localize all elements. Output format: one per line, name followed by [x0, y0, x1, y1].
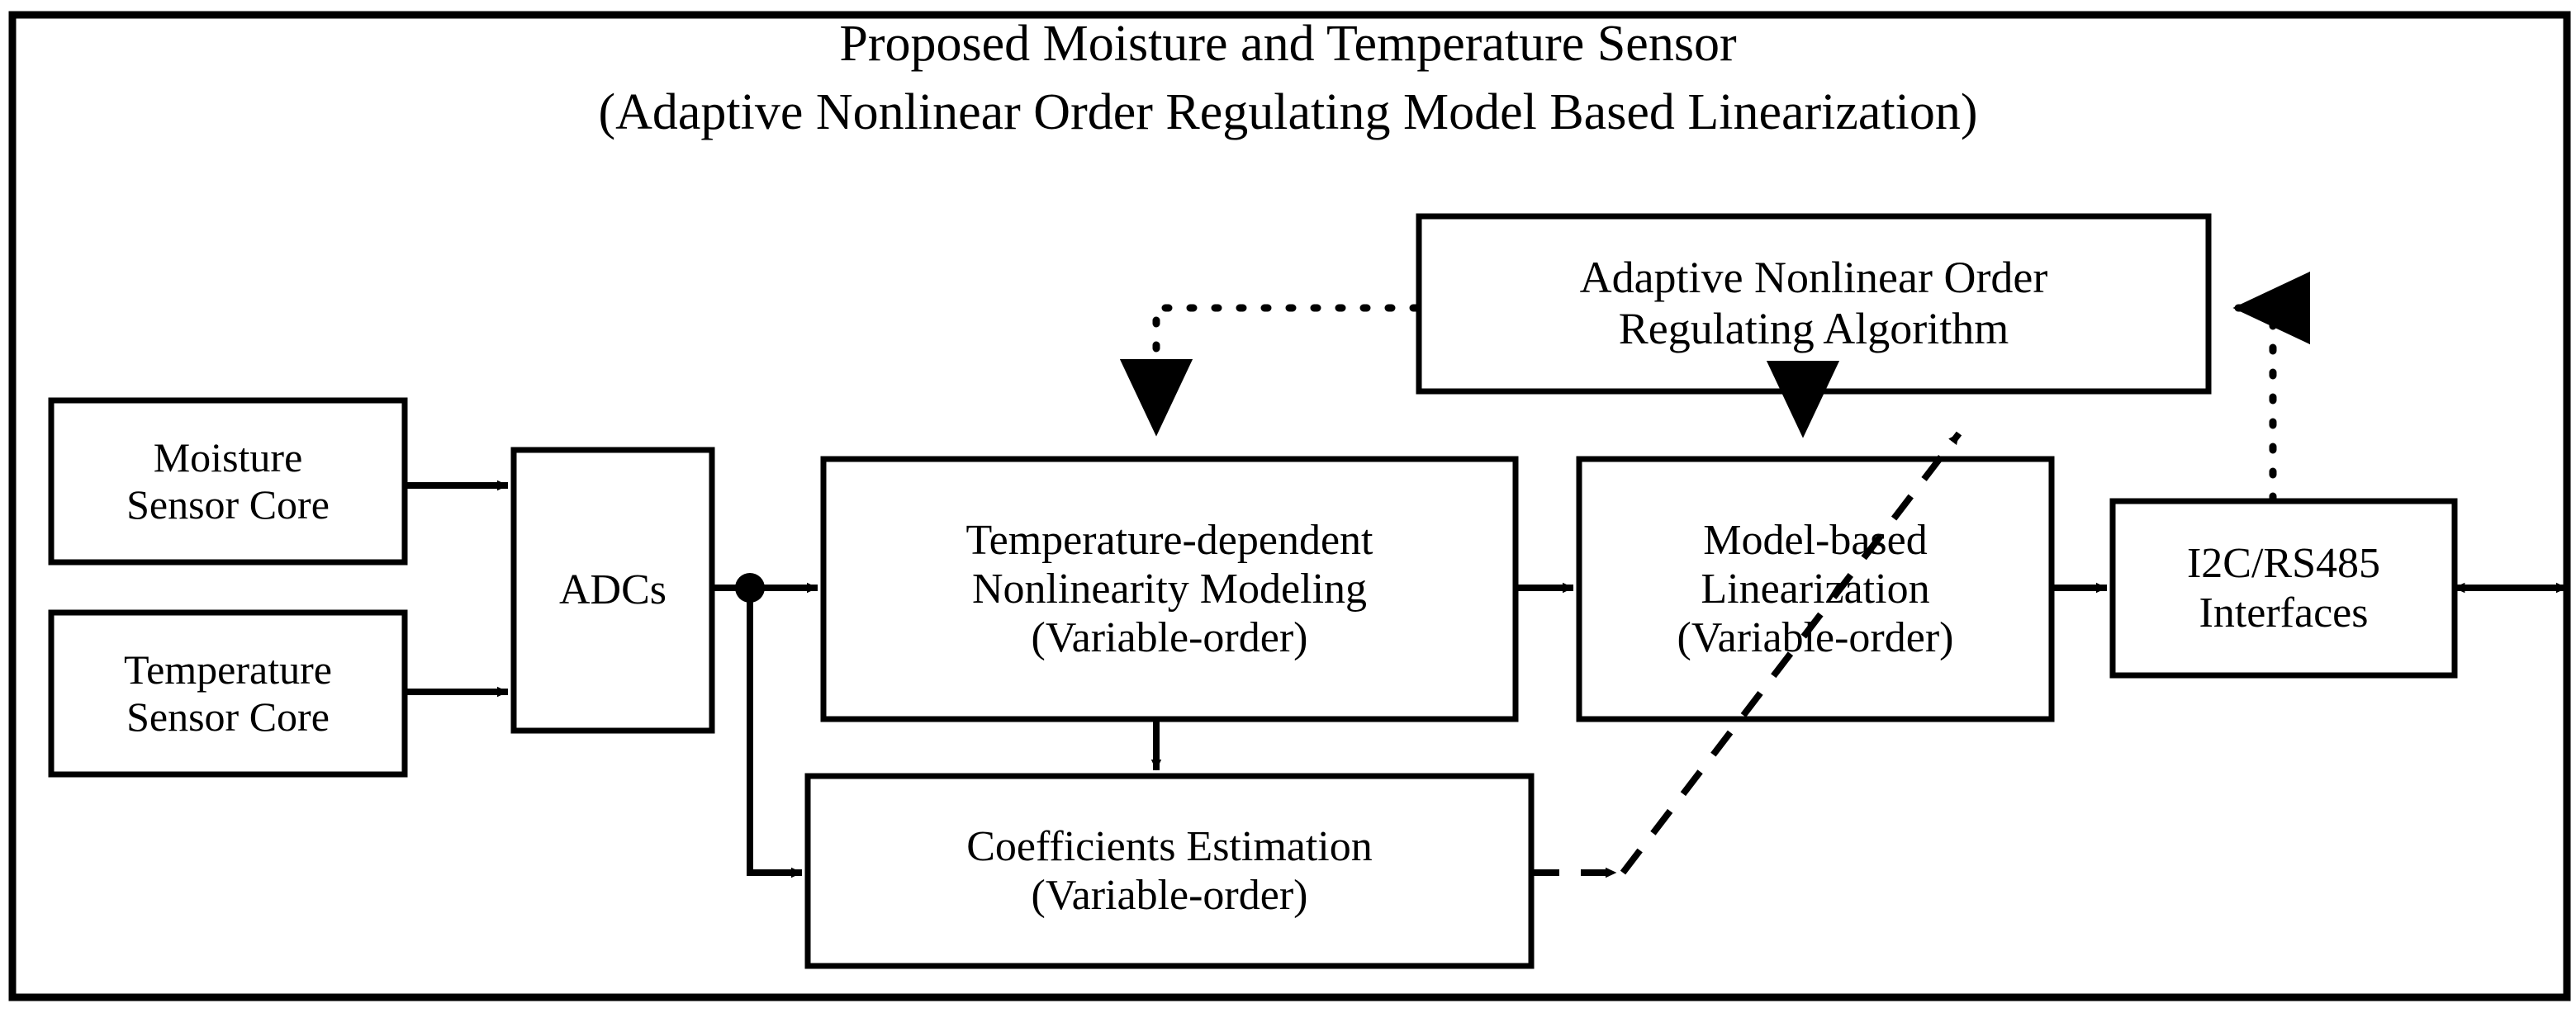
outer-frame — [8, 11, 2571, 1001]
moisture-sensor-core-box — [48, 397, 408, 566]
connector-algorithm-to-nonlinearity — [1119, 304, 1421, 438]
nonlinearity-modeling-box — [820, 456, 1519, 722]
temperature-sensor-core-box — [48, 609, 408, 778]
coefficients-estimation-box — [804, 773, 1535, 969]
connector-adcs-branch-to-coefficients — [747, 588, 803, 878]
adaptive-algorithm-box — [1416, 213, 2212, 395]
connector-coefficients-to-linearization-segment-2 — [1620, 431, 1962, 875]
adcs-box — [510, 447, 715, 734]
model-based-linearization-box — [1576, 456, 2055, 722]
connector-interfaces-to-algorithm — [2232, 271, 2310, 504]
figure-title-line-1: Proposed Moisture and Temperature Sensor — [839, 16, 1737, 72]
figure-title-line-2: (Adaptive Nonlinear Order Regulating Mod… — [598, 84, 1978, 140]
interfaces-box — [2109, 498, 2458, 679]
